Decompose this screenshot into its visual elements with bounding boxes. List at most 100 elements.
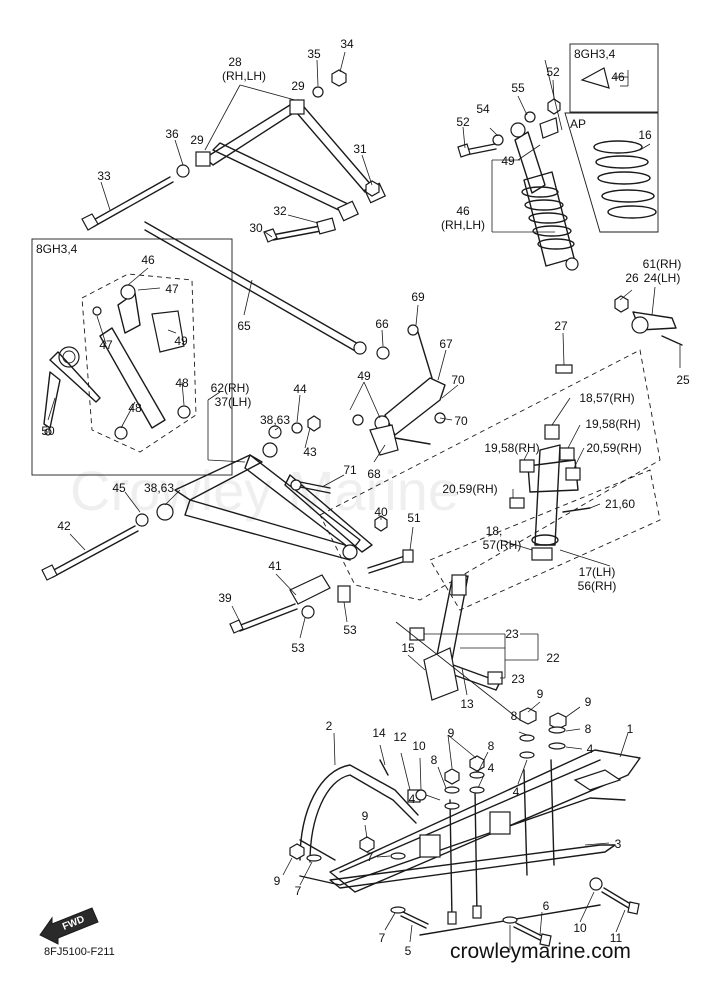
bushing-20-59 <box>565 467 581 481</box>
hardware-stack-right <box>519 707 567 759</box>
washer-45 <box>135 513 149 527</box>
callout-46-sub: (RH,LH) <box>441 218 485 232</box>
washer-7f <box>502 916 518 924</box>
nut-53b <box>301 605 315 619</box>
ap-box-title: AP <box>570 117 586 131</box>
callout-15: 15 <box>401 641 415 655</box>
callout-22: 22 <box>546 651 560 665</box>
callout-7b: 7 <box>295 884 302 898</box>
callout-53: 52 <box>546 65 560 79</box>
callout-24: 24(LH) <box>644 271 681 285</box>
callout-9d: 9 <box>362 809 369 823</box>
callout-6: 6 <box>543 899 550 913</box>
callout-4b: 4 <box>488 761 495 775</box>
spindle-17-56 <box>527 444 579 546</box>
collar-10b <box>589 877 603 891</box>
callout-51: 52 <box>456 115 470 129</box>
bushing-20-59b <box>509 497 525 509</box>
bolt-70 <box>299 481 331 494</box>
spring-16 <box>593 140 657 219</box>
nut-31 <box>365 180 380 197</box>
nut-9d <box>289 843 305 860</box>
callout-18-57: 18,57(RH) <box>579 391 634 405</box>
lower-arm-62-37 <box>156 442 373 561</box>
bushing-18-57 <box>544 424 560 440</box>
callout-29a: 29 <box>291 79 305 93</box>
washer-55 <box>492 134 504 146</box>
callout-46-kit: 46 <box>141 253 155 267</box>
callout-65: 66 <box>375 317 389 331</box>
callout-56: 56(RH) <box>578 579 617 593</box>
bracket-67 <box>369 424 399 456</box>
bolt-42 <box>41 525 139 581</box>
ski-1 <box>299 749 641 893</box>
bolt-25 <box>661 335 683 346</box>
cap-27 <box>555 364 573 374</box>
nut-53 <box>547 98 561 115</box>
callout-23b: 23 <box>511 672 525 686</box>
hardware-stack-left <box>444 755 485 810</box>
kit-box-right <box>569 43 659 113</box>
callout-4a: 4 <box>409 792 416 806</box>
kit-box-right-title: 8GH3,4 <box>574 47 616 61</box>
nut-43 <box>307 415 321 432</box>
callout-40: 40 <box>374 505 388 519</box>
callout-2: 2 <box>326 719 333 733</box>
callout-71: 49 <box>357 369 371 383</box>
callout-19-58a: 19,58(RH) <box>585 417 640 431</box>
callout-48a: 48 <box>175 376 189 390</box>
callout-64: 65 <box>237 319 251 333</box>
callout-10a: 10 <box>412 739 426 753</box>
front-shock-46 <box>510 122 579 271</box>
bushing-18-57b <box>531 547 553 561</box>
callout-20-59a: 20,59(RH) <box>586 441 641 455</box>
callout-29b: 29 <box>190 133 204 147</box>
callout-62: 62(RH) <box>211 381 250 395</box>
ski-bracket-15 <box>423 647 459 701</box>
callout-9e: 9 <box>274 874 281 888</box>
bolt-5 <box>400 911 429 929</box>
callout-30: 30 <box>249 221 263 235</box>
callout-35: 35 <box>307 47 321 61</box>
washer-7e <box>390 906 406 914</box>
nut-65 <box>376 346 390 360</box>
callout-49-kit: 49 <box>174 334 188 348</box>
callout-55a: 54 <box>476 102 490 116</box>
callout-42: 42 <box>57 519 71 533</box>
callout-41: 41 <box>268 559 282 573</box>
callout-57-b: 57(RH) <box>483 538 522 552</box>
upper-a-arm <box>195 99 387 222</box>
bolt-70b <box>394 437 431 445</box>
callout-7a: 7 <box>367 850 374 864</box>
callout-39: 39 <box>218 591 232 605</box>
decal-49-right <box>580 67 610 89</box>
bushing-23b <box>487 671 503 685</box>
washer-7d <box>306 854 322 862</box>
collar-41 <box>289 574 331 605</box>
bolt-51 <box>457 143 497 158</box>
callout-23a: 23 <box>505 627 519 641</box>
callout-26: 26 <box>625 271 639 285</box>
callout-49-shock: 49 <box>501 154 515 168</box>
washer-44 <box>291 422 303 434</box>
callout-4c: 4 <box>587 742 594 756</box>
callout-19-58b: 19,58(RH) <box>484 441 539 455</box>
bolt-39 <box>229 603 298 634</box>
washer-7c <box>390 852 406 860</box>
washer-35 <box>312 86 324 98</box>
collar-54 <box>337 585 351 603</box>
decal-49 <box>539 117 559 139</box>
collar-38-63 <box>268 425 282 439</box>
callout-68: 69 <box>411 290 425 304</box>
callout-49-right: 46 <box>611 70 625 84</box>
bolt-33 <box>81 176 174 231</box>
bolt-52 <box>367 549 414 574</box>
rod-64 <box>144 221 367 355</box>
callout-31: 31 <box>353 142 367 156</box>
callout-10b: 10 <box>573 921 587 935</box>
callout-28-sub: (RH,LH) <box>222 69 266 83</box>
diagram-code: 8FJ5100-F211 <box>44 946 115 958</box>
bushing-19-58b <box>519 459 535 473</box>
callout-8a: 8 <box>431 753 438 767</box>
callout-70b: 71 <box>343 463 357 477</box>
